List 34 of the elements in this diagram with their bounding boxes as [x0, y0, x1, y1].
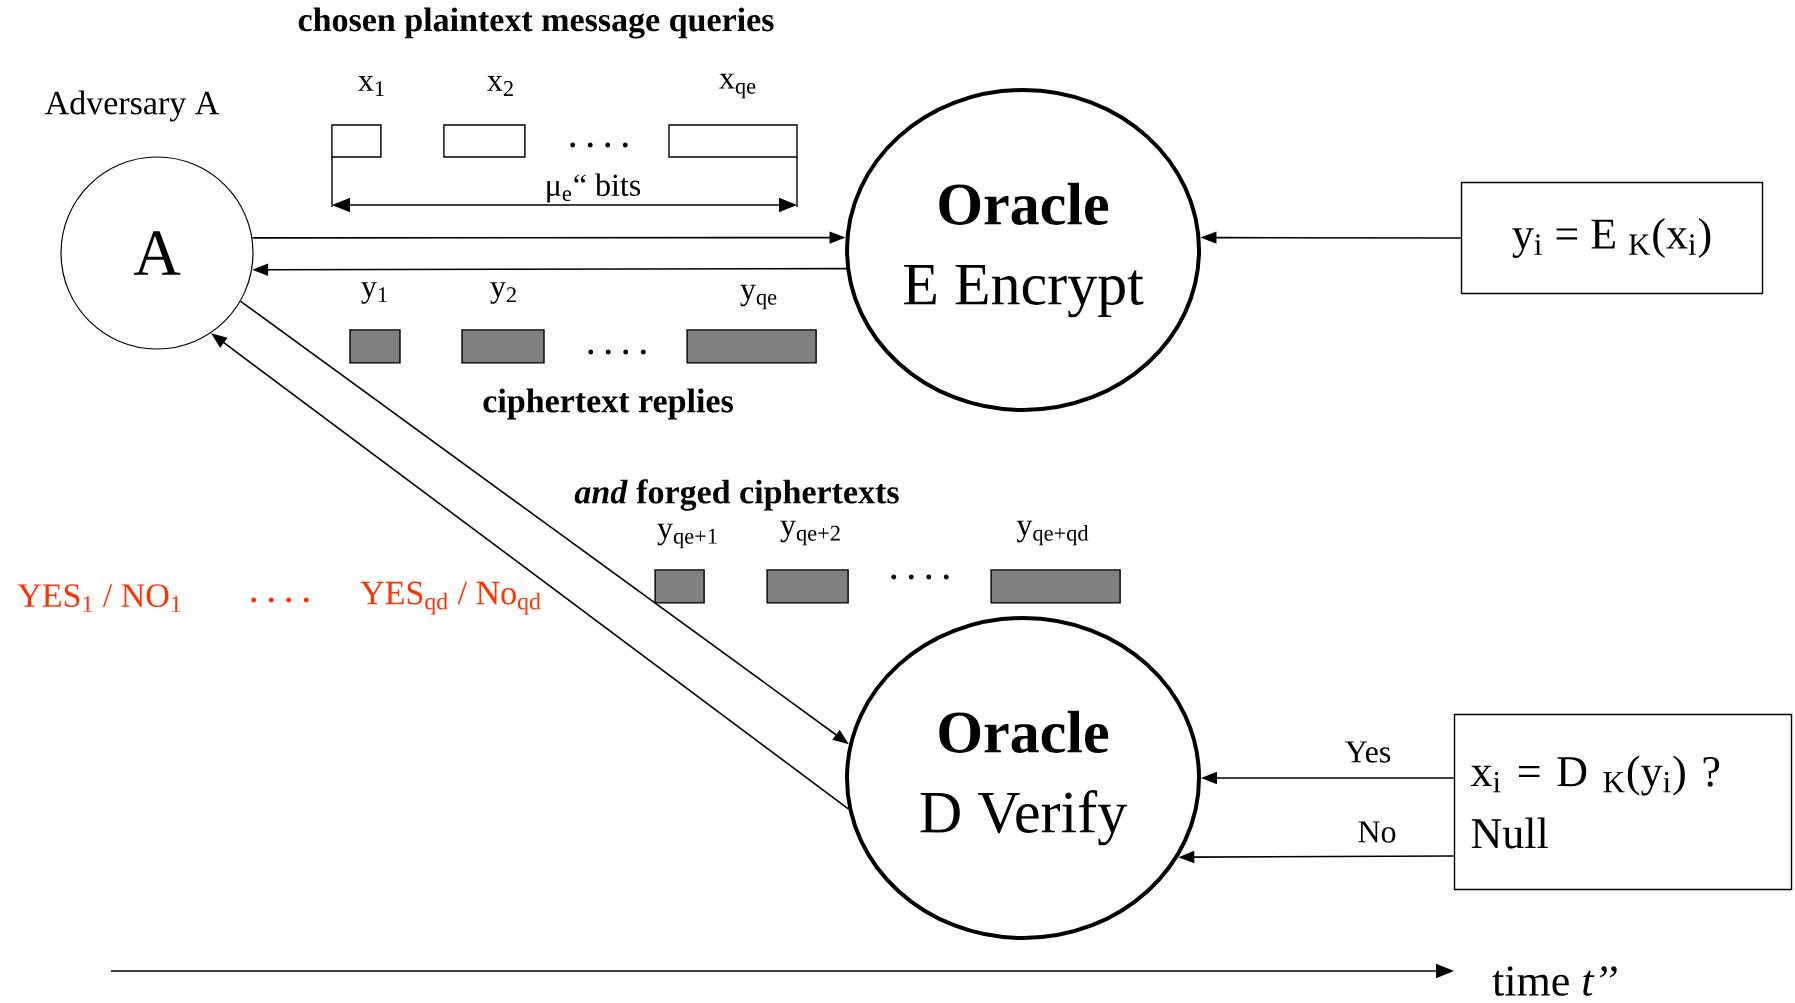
heading-label: and forged ciphertexts — [572, 477, 902, 513]
edge-label: Yes — [1342, 739, 1394, 765]
node-caption: Adversary A — [45, 90, 220, 122]
text-label: YES$_{qd}$ / No$_{qd}$ — [360, 581, 541, 615]
node-caption: y$_{qe+1}$ — [657, 523, 717, 549]
node-caption: y$_{1}$ — [361, 282, 387, 304]
node-caption: y$_{qe+qd}$ — [1016, 520, 1089, 546]
node-caption: x$_{qe}$ — [719, 73, 756, 99]
node-caption: x$_{2}$ — [487, 76, 513, 96]
node-caption: y$_{qe}$ — [740, 284, 777, 310]
text-label: YES$_{1}$ / NO$_{1}$ — [17, 584, 181, 612]
ciphertext-block — [686, 329, 817, 364]
node-caption: x$_{1}$ — [358, 76, 384, 96]
ellipsis-dots: . . . . — [588, 349, 646, 355]
text-label: μ$_{e}$“ bits — [547, 173, 641, 203]
ellipsis-dots: . . . . — [570, 142, 628, 148]
message-block — [443, 124, 526, 158]
edge-label: No — [1355, 819, 1399, 845]
ciphertext-block — [766, 569, 849, 604]
heading-label: ciphertext replies — [483, 388, 733, 420]
ellipsis-dots: . . . . — [251, 597, 309, 603]
node-caption: y$_{qe+2}$ — [780, 520, 840, 546]
formula-box: x$_{i}$ = D $_{K}$(y$_{i}$) ? Null — [1453, 713, 1793, 891]
text-label: time t’’ — [1492, 966, 1617, 996]
ciphertext-block — [349, 329, 401, 364]
formula-box: y$_{i}$ = E $_{K}$(x$_{i}$) — [1460, 181, 1764, 295]
ciphertext-block — [461, 329, 545, 364]
ciphertext-block — [990, 569, 1121, 604]
node-caption: y$_{2}$ — [490, 282, 516, 304]
message-block — [331, 124, 382, 158]
message-block — [668, 124, 798, 158]
ciphertext-block — [654, 569, 705, 604]
heading-label: chosen plaintext message queries — [298, 7, 774, 39]
ellipsis-dots: . . . . — [891, 574, 949, 580]
